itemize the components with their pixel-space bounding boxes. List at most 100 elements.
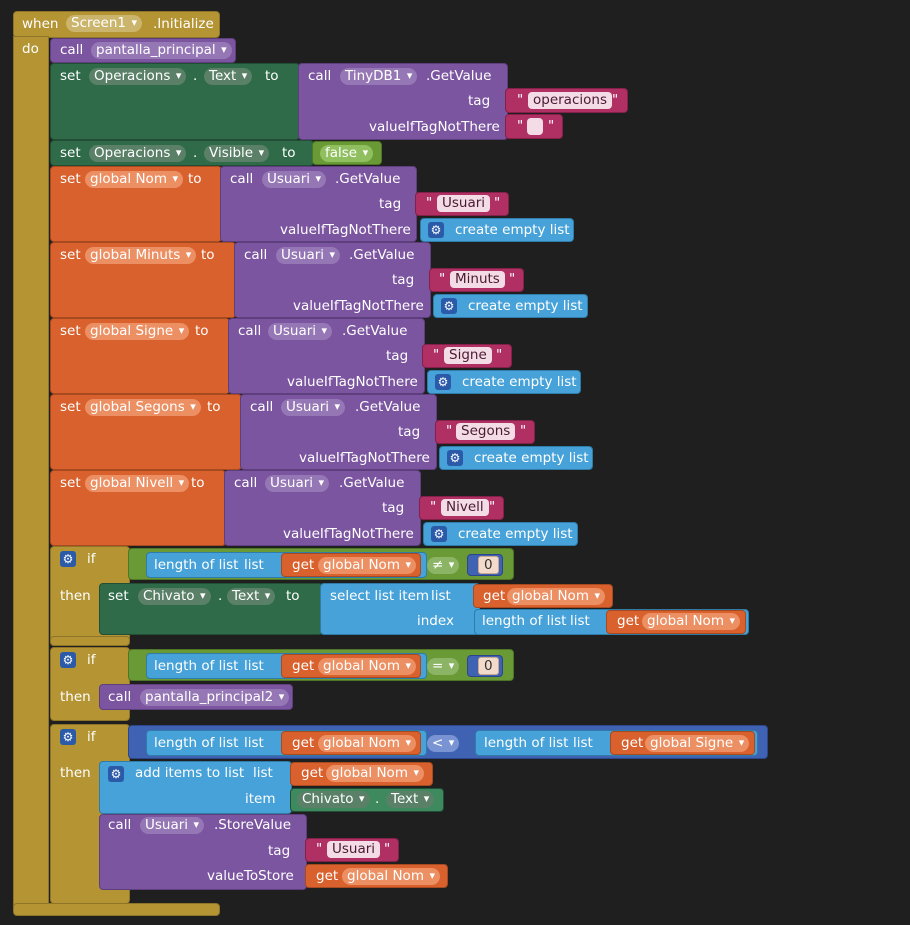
- false-dropdown[interactable]: false: [320, 145, 374, 162]
- create-empty-list-label: create empty list: [468, 298, 583, 314]
- usuari-dropdown[interactable]: Usuari: [276, 247, 341, 264]
- usuari-dropdown[interactable]: Usuari: [268, 323, 333, 340]
- method-name: .GetValue: [339, 475, 405, 491]
- set-chivato-text-block[interactable]: [99, 583, 323, 635]
- gear-icon[interactable]: ⚙: [428, 222, 444, 238]
- set-global-signe-block[interactable]: [50, 318, 230, 394]
- quote: ": [509, 271, 516, 287]
- component-dropdown[interactable]: Chivato: [297, 791, 370, 808]
- number-field[interactable]: 0: [478, 556, 499, 574]
- gear-icon[interactable]: ⚙: [108, 766, 124, 782]
- gear-icon[interactable]: ⚙: [60, 652, 76, 668]
- gear-icon[interactable]: ⚙: [60, 729, 76, 745]
- create-empty-list-block[interactable]: [423, 522, 578, 546]
- operator-dropdown[interactable]: <: [427, 735, 460, 752]
- variable-dropdown[interactable]: global Nom: [318, 557, 416, 574]
- variable-dropdown[interactable]: global Nom: [318, 735, 416, 752]
- method-name: .GetValue: [426, 68, 492, 84]
- variable-dropdown[interactable]: global Signe: [645, 735, 750, 752]
- to-label: to: [286, 588, 300, 604]
- tinydb-dropdown[interactable]: TinyDB1: [340, 68, 418, 85]
- create-empty-list-block[interactable]: [427, 370, 581, 394]
- length-of-list-label: length of list: [154, 735, 239, 751]
- set-global-nom-block[interactable]: [50, 166, 222, 242]
- text-field[interactable]: Signe: [444, 347, 492, 364]
- variable-dropdown[interactable]: global Minuts: [85, 247, 197, 264]
- operator-dropdown[interactable]: =: [427, 658, 460, 675]
- variable-dropdown[interactable]: global Nom: [85, 171, 183, 188]
- usuari-dropdown[interactable]: Usuari: [262, 171, 327, 188]
- add-items-label: add items to list: [135, 765, 245, 781]
- method-name: .GetValue: [342, 323, 408, 339]
- variable-dropdown[interactable]: global Signe: [85, 323, 190, 340]
- value-if-tag-label: valueIfTagNotThere: [280, 222, 411, 238]
- variable-dropdown[interactable]: global Nivell: [85, 475, 190, 492]
- component-dropdown[interactable]: Operacions: [89, 68, 187, 85]
- list-label: list: [244, 735, 264, 751]
- number-field[interactable]: 0: [478, 657, 499, 675]
- screen1-dropdown[interactable]: Screen1: [66, 15, 143, 32]
- operator-dropdown[interactable]: ≠: [427, 557, 460, 574]
- variable-dropdown[interactable]: global Segons: [85, 399, 201, 416]
- gear-icon[interactable]: ⚙: [435, 374, 451, 390]
- tag-label: tag: [386, 348, 409, 364]
- gear-icon[interactable]: ⚙: [441, 298, 457, 314]
- variable-dropdown[interactable]: global Nom: [318, 658, 416, 675]
- quote: ": [520, 423, 527, 439]
- text-field[interactable]: Usuari: [327, 841, 381, 858]
- to-label: to: [195, 323, 209, 339]
- text-field[interactable]: Minuts: [450, 271, 505, 288]
- tag-label: tag: [379, 196, 402, 212]
- call-label: call: [230, 171, 254, 187]
- text-field[interactable]: Nivell: [441, 499, 489, 516]
- usuari-dropdown[interactable]: Usuari: [140, 817, 205, 834]
- property-dropdown[interactable]: Text: [386, 791, 435, 808]
- quote: ": [548, 118, 555, 134]
- call-label: call: [238, 323, 262, 339]
- quote: ": [517, 118, 524, 134]
- list-label: list: [570, 613, 590, 629]
- gear-icon[interactable]: ⚙: [431, 526, 447, 542]
- create-empty-list-block[interactable]: [420, 218, 574, 242]
- get-label: get: [483, 588, 506, 604]
- variable-dropdown[interactable]: global Nom: [342, 868, 440, 885]
- when-label: when: [22, 16, 59, 32]
- quote: ": [430, 499, 437, 515]
- procedure-dropdown[interactable]: pantalla_principal2: [140, 689, 290, 706]
- text-field[interactable]: operacions: [528, 92, 612, 109]
- call-label: call: [234, 475, 258, 491]
- property-dropdown[interactable]: Visible: [204, 145, 270, 162]
- text-field[interactable]: Usuari: [437, 195, 491, 212]
- list-label: list: [253, 765, 273, 781]
- create-empty-list-label: create empty list: [462, 374, 577, 390]
- dot: .: [218, 588, 223, 604]
- variable-dropdown[interactable]: global Nom: [507, 588, 605, 605]
- list-label: list: [573, 735, 593, 751]
- quote: ": [316, 841, 323, 857]
- length-of-list-label: length of list: [154, 557, 239, 573]
- value-if-tag-label: valueIfTagNotThere: [293, 298, 424, 314]
- text-field[interactable]: Segons: [456, 423, 516, 440]
- property-dropdown[interactable]: Text: [227, 588, 276, 605]
- variable-dropdown[interactable]: global Nom: [642, 613, 740, 630]
- gear-icon[interactable]: ⚙: [60, 551, 76, 567]
- add-items-to-list-block[interactable]: [99, 761, 292, 814]
- set-label: set: [108, 588, 129, 604]
- variable-dropdown[interactable]: global Nom: [326, 765, 424, 782]
- item-label: item: [245, 791, 276, 807]
- set-label: set: [60, 475, 81, 491]
- create-empty-list-block[interactable]: [433, 294, 588, 318]
- create-empty-list-block[interactable]: [439, 446, 593, 470]
- usuari-dropdown[interactable]: Usuari: [281, 399, 346, 416]
- gear-icon[interactable]: ⚙: [447, 450, 463, 466]
- procedure-dropdown[interactable]: pantalla_principal: [91, 42, 232, 59]
- empty-text-field[interactable]: [527, 118, 543, 135]
- usuari-dropdown[interactable]: Usuari: [265, 475, 330, 492]
- component-dropdown[interactable]: Operacions: [89, 145, 187, 162]
- to-label: to: [201, 247, 215, 263]
- get-label: get: [316, 868, 339, 884]
- component-dropdown[interactable]: Chivato: [138, 588, 211, 605]
- then-label: then: [60, 689, 91, 705]
- value-if-tag-label: valueIfTagNotThere: [283, 526, 414, 542]
- property-dropdown[interactable]: Text: [204, 68, 253, 85]
